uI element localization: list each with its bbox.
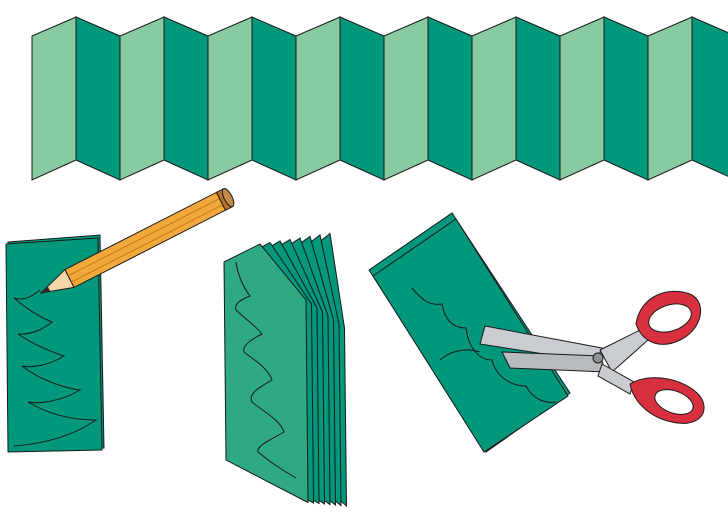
scissor-pivot — [593, 353, 603, 363]
accordion-folded-strip — [32, 17, 728, 180]
fold-panel — [428, 17, 472, 180]
fold-panel — [252, 17, 296, 180]
fold-panel — [120, 17, 164, 180]
fold-panel — [164, 17, 208, 180]
fold-panel — [604, 17, 648, 180]
fold-panel — [296, 17, 340, 180]
paper-being-cut — [369, 213, 704, 452]
fold-panel — [208, 17, 252, 180]
fold-panel — [472, 17, 516, 180]
folded-paper-with-pencil — [6, 187, 236, 452]
fold-panel — [32, 17, 76, 180]
fold-panel — [692, 17, 728, 180]
fold-panel — [648, 17, 692, 180]
fold-panel — [384, 17, 428, 180]
fold-panel — [340, 17, 384, 180]
fold-panel — [76, 17, 120, 180]
fold-panel — [560, 17, 604, 180]
stacked-folded-layers — [224, 234, 347, 507]
fold-panel — [516, 17, 560, 180]
